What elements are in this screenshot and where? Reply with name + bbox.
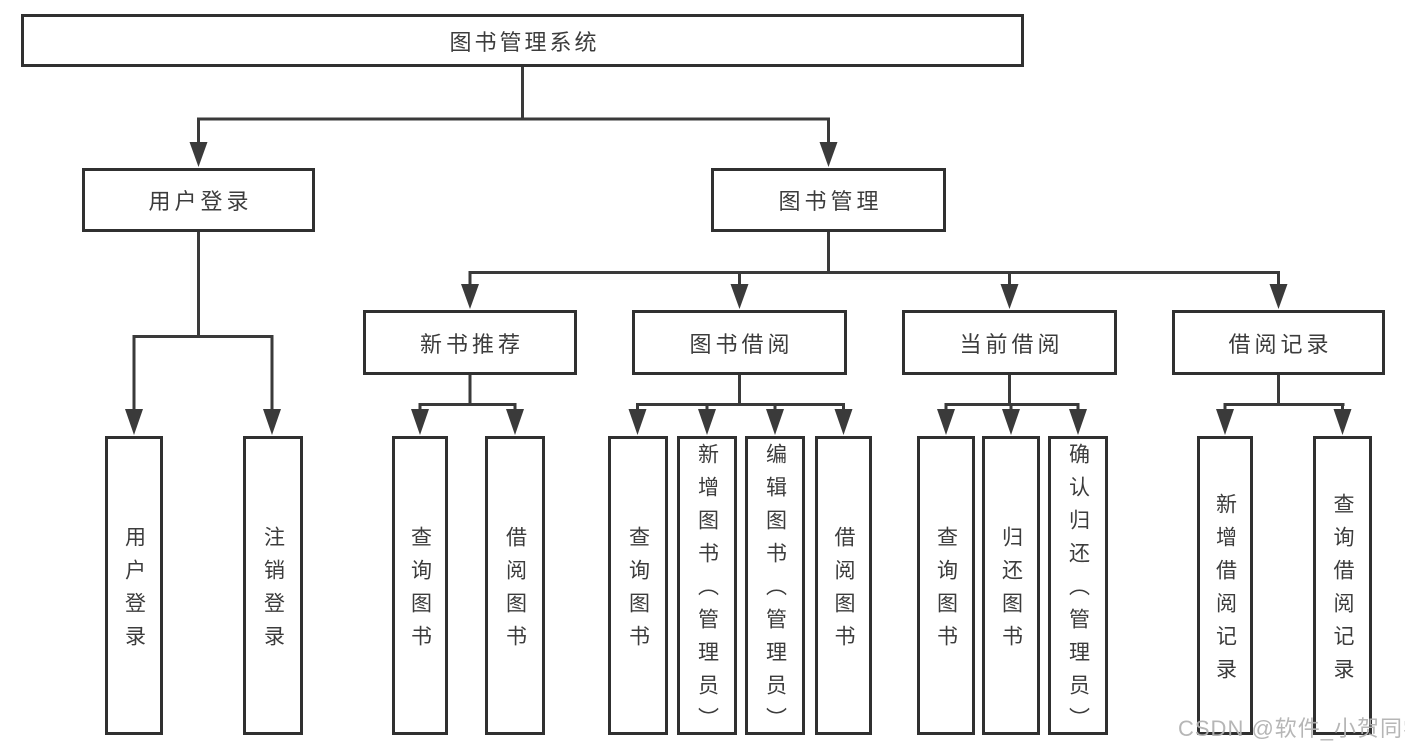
node-user-login-branch: 用户登录 <box>82 168 315 232</box>
leaf-label: 注销登录 <box>261 525 285 658</box>
arrowhead <box>411 409 429 435</box>
node-root-system: 图书管理系统 <box>21 14 1024 67</box>
node-label: 用户登录 <box>148 189 253 214</box>
arrowhead <box>730 284 749 309</box>
leaf-label: 查询图书 <box>934 525 958 658</box>
arrowhead <box>1000 284 1019 309</box>
arrowhead <box>506 409 524 435</box>
node-borrowing-records: 借阅记录 <box>1172 310 1385 375</box>
leaf-user-login: 用户登录 <box>105 436 163 735</box>
leaf-label: 编辑图书（管理员） <box>763 443 787 740</box>
leaf-confirm-return-admin: 确认归还（管理员） <box>1048 436 1108 740</box>
leaf-edit-books-admin: 编辑图书（管理员） <box>745 436 805 740</box>
leaf-label: 查询图书 <box>408 525 432 658</box>
arrowhead <box>125 409 143 435</box>
leaf-borrow-books-2: 借阅图书 <box>815 436 872 735</box>
leaf-return-books: 归还图书 <box>982 436 1040 735</box>
arrowhead <box>819 142 838 167</box>
node-root-label: 图书管理系统 <box>449 29 600 55</box>
leaf-label: 确认归还（管理员） <box>1066 443 1090 740</box>
node-book-management-branch: 图书管理 <box>711 168 946 232</box>
node-label: 当前借阅 <box>959 331 1064 357</box>
arrowhead <box>1069 409 1087 435</box>
arrowhead <box>937 409 955 435</box>
leaf-label: 查询图书 <box>626 525 650 658</box>
node-label: 新书推荐 <box>419 331 524 357</box>
leaf-query-books-1: 查询图书 <box>392 436 448 735</box>
leaf-borrow-books-1: 借阅图书 <box>485 436 545 735</box>
arrowheads <box>125 142 1352 435</box>
leaf-label: 用户登录 <box>122 525 146 658</box>
node-label: 借阅记录 <box>1228 331 1333 357</box>
leaf-label: 归还图书 <box>999 525 1023 658</box>
node-label: 图书管理 <box>778 189 883 214</box>
arrowhead <box>263 409 281 435</box>
arrowhead <box>698 409 716 435</box>
csdn-watermark: CSDN @软件_小贺同学 <box>1178 716 1405 741</box>
node-book-borrowing: 图书借阅 <box>632 310 847 375</box>
arrowhead <box>1269 284 1288 309</box>
arrowhead <box>1002 409 1020 435</box>
leaf-label: 新增图书（管理员） <box>695 443 719 740</box>
node-current-borrowing: 当前借阅 <box>902 310 1117 375</box>
node-new-book-recommend: 新书推荐 <box>363 310 577 375</box>
arrowhead <box>766 409 784 435</box>
arrowhead <box>628 409 647 435</box>
leaf-label: 查询借阅记录 <box>1331 492 1354 691</box>
leaf-add-borrow-record: 新增借阅记录 <box>1197 436 1253 735</box>
leaf-add-books-admin: 新增图书（管理员） <box>677 436 737 740</box>
leaf-query-books-2: 查询图书 <box>608 436 668 735</box>
leaf-label: 借阅图书 <box>832 525 855 658</box>
leaf-logout: 注销登录 <box>243 436 303 735</box>
arrowhead <box>461 284 479 309</box>
leaf-query-borrow-record: 查询借阅记录 <box>1313 436 1372 735</box>
arrowhead <box>189 142 208 167</box>
leaf-label: 新增借阅记录 <box>1213 492 1237 691</box>
arrowhead <box>1216 409 1234 435</box>
arrowhead <box>1333 409 1352 435</box>
arrowhead <box>834 409 853 435</box>
leaf-query-books-3: 查询图书 <box>917 436 975 735</box>
node-label: 图书借阅 <box>689 331 794 357</box>
leaf-label: 借阅图书 <box>503 525 527 658</box>
